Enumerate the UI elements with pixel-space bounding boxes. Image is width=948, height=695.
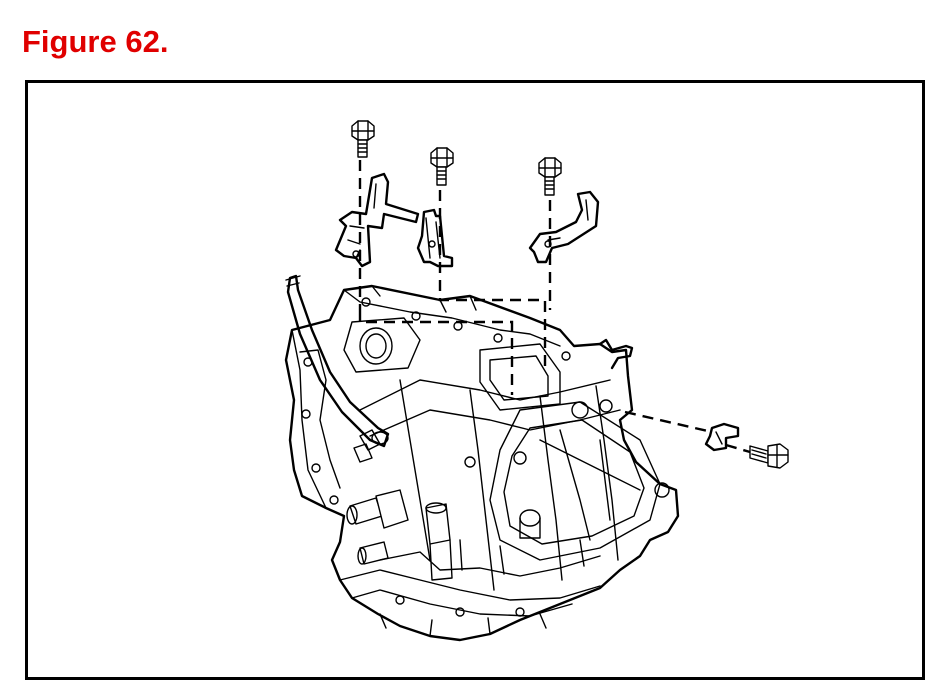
figure-title: Figure 62. — [22, 24, 169, 59]
transaxle-case — [284, 284, 680, 642]
bolt-left — [351, 120, 375, 158]
bracket-left — [334, 172, 420, 268]
bolt-center — [430, 147, 454, 186]
bracket-right — [528, 190, 600, 264]
assembly-guide-lines — [358, 160, 751, 454]
diagram-frame — [25, 80, 925, 680]
dipstick-tube — [285, 274, 390, 448]
bolt-right — [538, 157, 562, 196]
bracket-center — [416, 208, 454, 268]
bolt-side — [749, 443, 789, 469]
bracket-side — [704, 422, 740, 452]
